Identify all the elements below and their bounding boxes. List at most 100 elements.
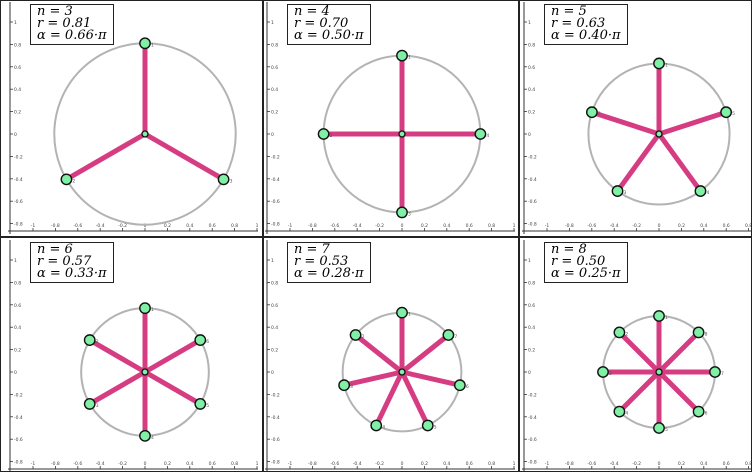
y-tick-label: 0.4 <box>528 325 535 331</box>
x-tick-label: -0.8 <box>51 461 60 467</box>
spoke <box>65 131 147 182</box>
x-tick-label: 0.2 <box>164 461 171 467</box>
x-tick-label: 0 <box>144 461 147 467</box>
x-tick-label: -0.4 <box>353 223 362 229</box>
parameter-box: n = 6 r = 0.57 α = 0.33·π <box>30 242 114 283</box>
y-tick-label: -0.2 <box>528 154 537 160</box>
vertex-label: 4 <box>486 133 489 139</box>
x-tick-label: 0.8 <box>488 461 495 467</box>
y-tick-label: -0.8 <box>528 222 537 228</box>
vertex-node <box>139 302 151 315</box>
vertex-node <box>60 173 73 186</box>
y-tick-label: 0.6 <box>14 65 21 71</box>
vertex-node <box>597 366 609 378</box>
panel-n8-plot: 10.80.60.40.20-0.2-0.4-0.6-0.8-1-0.8-0.6… <box>522 240 752 472</box>
spoke <box>657 370 701 414</box>
x-tick-label: 0.4 <box>700 223 707 229</box>
x-tick-label: -1 <box>31 223 36 229</box>
x-tick-label: 0 <box>658 223 661 229</box>
vertex-label: 5 <box>206 403 209 409</box>
vertex-node <box>442 329 455 341</box>
vertex-node <box>709 366 721 378</box>
vertex-node <box>194 398 207 410</box>
y-tick-label: -0.6 <box>528 437 537 443</box>
vertex-node <box>396 306 408 319</box>
parameter-box: n = 3 r = 0.81 α = 0.66·π <box>30 4 114 45</box>
x-tick-label: 0.8 <box>745 223 752 229</box>
alpha-label: α = 0.50·π <box>294 28 364 43</box>
vertex-label: 3 <box>624 190 627 196</box>
y-tick-label: 0.6 <box>271 303 278 309</box>
y-tick-label: 0.6 <box>271 65 278 71</box>
vertex-label: 2 <box>96 339 99 345</box>
x-tick-label: 0 <box>401 461 404 467</box>
y-tick-label: -0.4 <box>271 177 280 183</box>
y-tick-label: 1 <box>271 258 274 264</box>
y-tick-label: -0.6 <box>14 437 23 443</box>
vertex-label: 8 <box>705 331 708 337</box>
vertex-label: 1 <box>408 55 411 61</box>
x-tick-label: -0.2 <box>118 461 127 467</box>
vertex-node <box>585 106 598 119</box>
vertex-node <box>83 334 96 346</box>
y-tick-label: -0.8 <box>14 222 23 228</box>
x-tick-label: -0.4 <box>610 461 619 467</box>
vertex-node <box>692 405 705 418</box>
vertex-node <box>611 185 624 197</box>
x-tick-label: 0.8 <box>231 223 238 229</box>
vertex-label: 5 <box>434 424 437 430</box>
x-tick-label: 0.2 <box>164 223 171 229</box>
y-tick-label: 1 <box>271 20 274 26</box>
x-tick-label: 1 <box>256 461 258 467</box>
y-tick-label: 0 <box>271 132 274 138</box>
center-node <box>398 130 406 138</box>
alpha-label: α = 0.40·π <box>551 28 621 43</box>
vertex-node <box>653 422 665 434</box>
n-label: n = 5 <box>551 4 587 19</box>
x-tick-label: -0.6 <box>330 461 339 467</box>
vertex-node <box>613 326 626 339</box>
x-tick-label: -1 <box>545 223 550 229</box>
n-label: n = 3 <box>37 4 73 19</box>
spoke <box>400 333 450 374</box>
r-label: r = 0.63 <box>551 16 606 31</box>
vertex-label: 1 <box>151 307 154 313</box>
n-label: n = 7 <box>294 242 330 257</box>
center-node <box>655 368 663 376</box>
panel-n7-plot: 10.80.60.40.20-0.2-0.4-0.6-0.8-1-0.8-0.6… <box>265 240 515 472</box>
r-label: r = 0.81 <box>37 16 92 31</box>
vertex-label: 5 <box>732 111 735 117</box>
x-tick-label: 0 <box>658 461 661 467</box>
x-tick-label: -0.6 <box>587 461 596 467</box>
x-tick-label: 0.6 <box>723 223 730 229</box>
spoke <box>617 330 661 374</box>
x-tick-label: -0.6 <box>73 223 82 229</box>
x-tick-label: 0.6 <box>209 461 216 467</box>
y-tick-label: 0 <box>271 370 274 376</box>
y-tick-label: 0.4 <box>14 87 21 93</box>
x-tick-label: 0.8 <box>488 223 495 229</box>
y-tick-label: -0.2 <box>14 392 23 398</box>
spoke <box>343 369 403 388</box>
x-tick-label: -0.2 <box>632 461 641 467</box>
vertex-node <box>139 429 151 442</box>
panel-n6-plot: 10.80.60.40.20-0.2-0.4-0.6-0.8-1-0.8-0.6… <box>8 240 258 472</box>
spoke <box>658 109 727 137</box>
y-tick-label: 0 <box>528 370 531 376</box>
y-tick-label: -0.4 <box>14 177 23 183</box>
y-tick-label: 0.8 <box>528 280 535 286</box>
x-tick-label: -0.4 <box>96 223 105 229</box>
x-tick-label: 0.2 <box>421 461 428 467</box>
vertex-label: 1 <box>151 42 154 48</box>
center-node <box>655 130 663 138</box>
y-tick-label: -0.6 <box>271 199 280 205</box>
x-tick-label: 0 <box>144 223 147 229</box>
y-tick-label: 0.4 <box>528 87 535 93</box>
vertex-label: 3 <box>609 371 612 377</box>
x-tick-label: 0.2 <box>678 223 685 229</box>
x-tick-label: 0 <box>401 223 404 229</box>
